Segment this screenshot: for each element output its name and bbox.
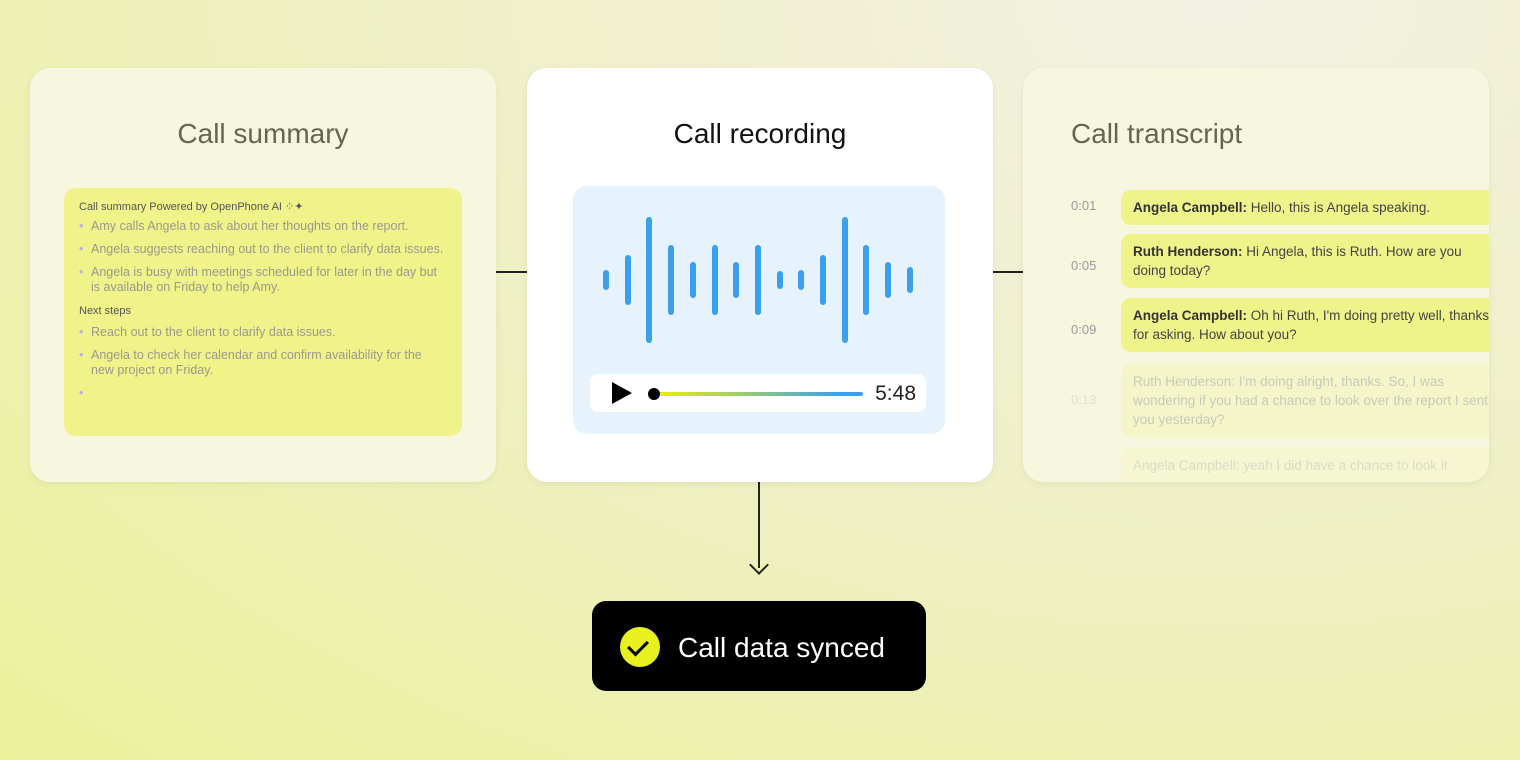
seek-handle[interactable] <box>648 388 660 400</box>
message-text: Hello, this is Angela speaking. <box>1247 200 1431 215</box>
call-transcript-card: Call transcript 0:01 Angela Campbell: He… <box>1023 68 1489 482</box>
message-bubble: Ruth Henderson: Hi Angela, this is Ruth.… <box>1121 234 1489 288</box>
waveform-bar <box>820 254 826 306</box>
message-text: Oh hi Ruth, I'm doing pretty well, thank… <box>1133 308 1489 342</box>
call-summary-card: Call summary Call summary Powered by Ope… <box>30 68 496 482</box>
sync-status-label: Call data synced <box>678 632 886 663</box>
summary-header: Call summary Powered by OpenPhone AI ⁘✦ <box>79 201 304 213</box>
waveform <box>573 186 945 376</box>
next-steps-label: Next steps <box>79 305 131 317</box>
waveform-bar <box>798 269 805 291</box>
waveform-bar <box>885 262 892 298</box>
speaker: Ruth Henderson: <box>1133 374 1236 389</box>
summary-item: Angela suggests reaching out to the clie… <box>79 242 447 257</box>
message-text: yeah I did have a chance to look it <box>1239 458 1448 473</box>
connector-left <box>496 271 527 273</box>
waveform-bar <box>711 244 718 316</box>
timestamp: 0:09 <box>1071 322 1097 337</box>
waveform-bar <box>603 269 609 291</box>
timestamp: 0:01 <box>1071 198 1097 213</box>
summary-item: Angela is busy with meetings scheduled f… <box>79 265 447 295</box>
seek-bar[interactable] <box>653 392 863 396</box>
message-text: I'm doing alright, thanks. So, I was won… <box>1133 374 1488 427</box>
call-recording-card: Call recording 5:48 <box>527 68 993 482</box>
audio-player: 5:48 <box>590 374 926 412</box>
connector-down <box>758 482 760 568</box>
message-bubble: Angela Campbell: yeah I did have a chanc… <box>1121 448 1489 482</box>
speaker: Ruth Henderson: <box>1133 244 1243 259</box>
next-step-item: Angela to check her calendar and confirm… <box>79 348 447 378</box>
check-circle-icon <box>620 627 660 667</box>
waveform-bar <box>906 266 913 294</box>
message-text: Hi Angela, this is Ruth. How are you doi… <box>1133 244 1462 278</box>
waveform-bar <box>624 254 631 306</box>
timestamp: 0:13 <box>1071 392 1097 407</box>
arrow-down-icon <box>749 555 769 575</box>
speaker: Angela Campbell: <box>1133 308 1248 323</box>
speaker: Angela Campbell: <box>1133 200 1248 215</box>
waveform-bar <box>668 244 675 316</box>
message-bubble: Angela Campbell: Oh hi Ruth, I'm doing p… <box>1121 298 1489 352</box>
summary-item: Amy calls Angela to ask about her though… <box>79 219 447 234</box>
connector-right <box>992 271 1023 273</box>
card-title: Call recording <box>673 118 847 149</box>
summary-box: Call summary Powered by OpenPhone AI ⁘✦ … <box>64 188 462 436</box>
waveform-bar <box>646 217 653 343</box>
waveform-bar <box>689 262 696 298</box>
card-title: Call transcript <box>1071 118 1243 149</box>
waveform-bar <box>841 217 848 343</box>
waveform-bar <box>863 244 870 316</box>
duration: 5:48 <box>875 382 916 405</box>
play-icon[interactable] <box>612 382 632 404</box>
waveform-bar <box>776 271 783 289</box>
waveform-bar <box>754 244 761 316</box>
timestamp: 0:05 <box>1071 258 1097 273</box>
message-bubble: Ruth Henderson: I'm doing alright, thank… <box>1121 364 1489 437</box>
recording-panel: 5:48 <box>573 186 945 434</box>
message-bubble: Angela Campbell: Hello, this is Angela s… <box>1121 190 1489 225</box>
card-title: Call summary <box>177 118 349 149</box>
sync-status-badge: Call data synced <box>592 601 926 691</box>
speaker: Angela Campbell: <box>1133 458 1240 473</box>
waveform-bar <box>733 262 740 298</box>
next-step-item: Reach out to the client to clarify data … <box>79 325 447 340</box>
